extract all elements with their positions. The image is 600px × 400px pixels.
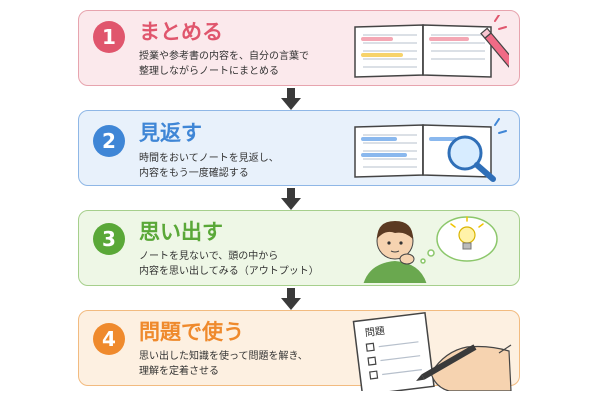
step-number-badge: 1: [93, 21, 125, 53]
worksheet-hand-icon: 問題: [352, 311, 512, 391]
step-title: 思い出す: [139, 220, 223, 244]
notebook-magnifier-icon: [354, 118, 507, 182]
down-arrow-icon: [281, 188, 301, 210]
step-description: 時間をおいてノートを見返し、 内容をもう一度確認する: [139, 153, 279, 179]
step-3-card: 3 思い出す ノートを見ないで、頭の中から 内容を思い出してみる（アウトプット）: [78, 210, 520, 286]
step-number-badge: 3: [93, 223, 125, 255]
worksheet-label: 問題: [364, 325, 385, 339]
step-2-card: 2 見返す 時間をおいてノートを見返し、 内容をもう一度確認する: [78, 110, 520, 186]
down-arrow-icon: [281, 88, 301, 110]
notebook-pencil-icon: [354, 15, 509, 78]
step-description: 思い出した知識を使って問題を解き、 理解を定着させる: [139, 351, 308, 377]
step-number-badge: 2: [93, 125, 125, 157]
down-arrow-icon: [281, 288, 301, 310]
step-title: 見返す: [139, 121, 202, 145]
step-4-card: 4 問題で使う 思い出した知識を使って問題を解き、 理解を定着させる 問題: [78, 310, 520, 391]
thinking-boy-icon: [363, 216, 498, 283]
step-description: 授業や参考書の内容を、自分の言葉で 整理しながらノートにまとめる: [139, 51, 309, 77]
step-title: 問題で使う: [139, 320, 244, 344]
step-description: ノートを見ないで、頭の中から 内容を思い出してみる（アウトプット）: [139, 251, 319, 277]
step-number-badge: 4: [93, 323, 125, 355]
step-1-card: 1 まとめる 授業や参考書の内容を、自分の言葉で 整理しながらノートにまとめる: [78, 10, 520, 86]
step-title: まとめる: [139, 20, 223, 44]
